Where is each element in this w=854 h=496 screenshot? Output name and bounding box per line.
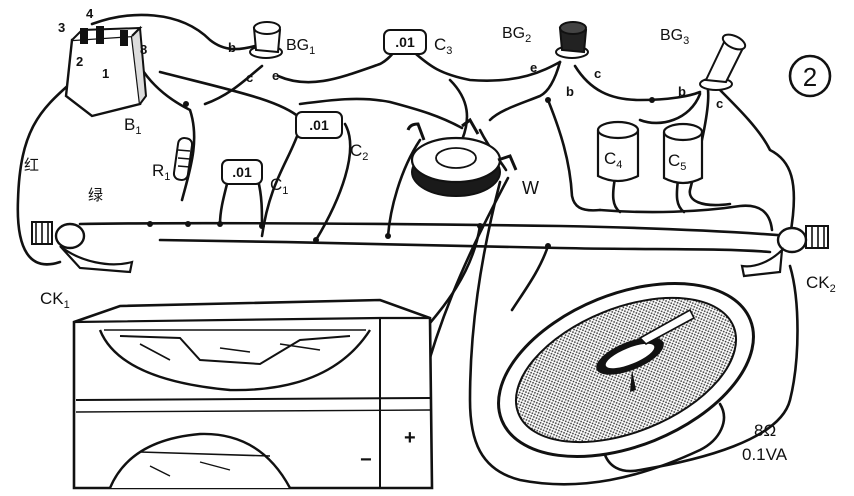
jack-ck2: CK2 bbox=[740, 225, 836, 295]
transformer-b1: 3 4 8 2 1 B1 bbox=[58, 6, 147, 137]
red-wire-label: 红 bbox=[24, 157, 39, 174]
bg1-lead-b: b bbox=[228, 40, 236, 55]
c3-label: C3 bbox=[434, 35, 452, 57]
resistor-label: R1 bbox=[152, 161, 170, 183]
green-wire-label: 绿 bbox=[88, 187, 103, 204]
capacitor-c5: C5 bbox=[662, 122, 704, 185]
transistor-bg3: BG3 b c bbox=[660, 27, 747, 111]
battery-minus: − bbox=[360, 449, 372, 471]
bg2-label: BG2 bbox=[502, 25, 531, 45]
battery-plus: + bbox=[404, 427, 416, 449]
speaker-power: 0.1VA bbox=[742, 445, 788, 464]
pin-3-label: 3 bbox=[58, 20, 65, 35]
potentiometer-w: W bbox=[406, 117, 539, 198]
bg2-lead-b: b bbox=[566, 84, 574, 99]
bg2-lead-c: c bbox=[594, 66, 601, 81]
junction-dots bbox=[147, 97, 655, 249]
figure-number: 2 bbox=[803, 62, 817, 92]
bg3-label: BG3 bbox=[660, 27, 689, 47]
bg1-lead-c: c bbox=[246, 70, 253, 85]
c3-value: .01 bbox=[395, 34, 415, 50]
figure-number-badge: 2 bbox=[788, 54, 832, 98]
pin-4-label: 4 bbox=[86, 6, 94, 21]
speaker-impedance: 8Ω bbox=[754, 421, 776, 440]
pot-label: W bbox=[522, 178, 539, 198]
c4-label: C4 bbox=[604, 149, 622, 171]
bg3-lead-c: c bbox=[716, 96, 723, 111]
pin-2-label: 2 bbox=[76, 54, 83, 69]
capacitor-c3: .01 C3 bbox=[383, 29, 452, 57]
resistor-r1: R1 bbox=[152, 137, 194, 183]
capacitor-c4: C4 bbox=[596, 120, 640, 183]
c2-value: .01 bbox=[309, 117, 329, 133]
bg2-lead-e: e bbox=[530, 60, 537, 75]
ck1-label: CK1 bbox=[40, 289, 70, 311]
bg1-lead-e: e bbox=[272, 68, 279, 83]
c1-value: .01 bbox=[232, 164, 252, 180]
transistor-bg1: BG1 b c e bbox=[228, 21, 315, 85]
transformer-label: B1 bbox=[124, 115, 141, 137]
pin-1-label: 1 bbox=[102, 66, 109, 81]
pin-8-label: 8 bbox=[140, 42, 147, 57]
ck2-label: CK2 bbox=[806, 273, 836, 295]
jack-ck1: CK1 bbox=[31, 221, 134, 311]
c1-label: C1 bbox=[270, 175, 288, 197]
battery-box: − + bbox=[72, 298, 434, 490]
capacitor-c2: .01 C2 bbox=[295, 111, 368, 163]
c2-label: C2 bbox=[350, 141, 368, 163]
c5-label: C5 bbox=[668, 151, 686, 173]
transistor-bg2: BG2 e b c bbox=[502, 21, 601, 99]
capacitor-c1: .01 C1 bbox=[221, 159, 288, 197]
bg1-label: BG1 bbox=[286, 37, 315, 57]
bg3-lead-b: b bbox=[678, 84, 686, 99]
speaker: 8Ω 0.1VA bbox=[497, 281, 788, 464]
